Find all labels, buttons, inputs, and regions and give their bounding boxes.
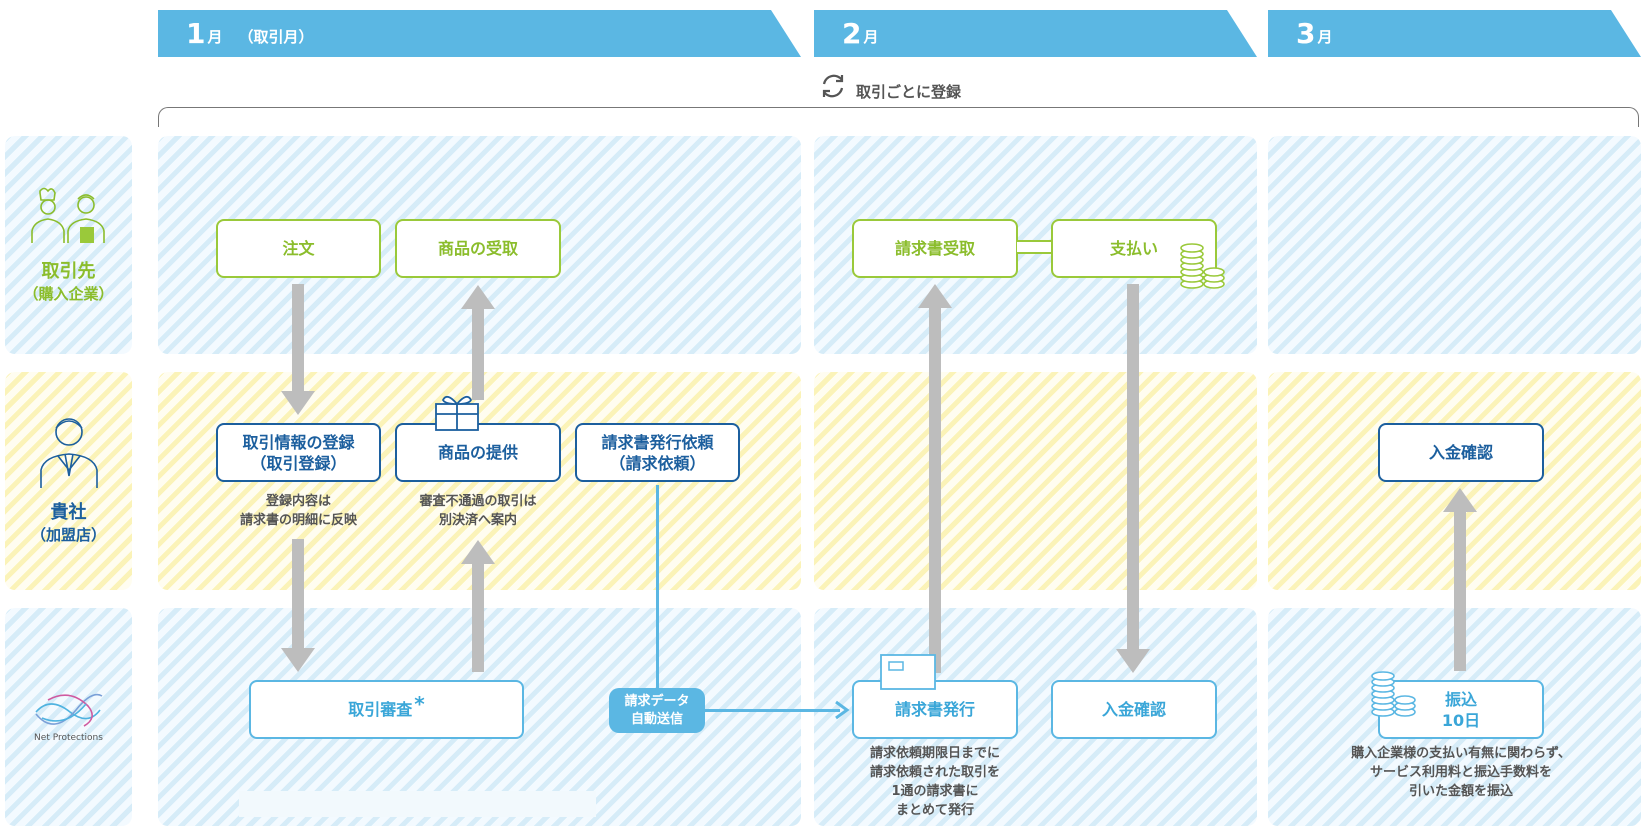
lane-client-subtitle: （購入企業） [23,285,114,303]
transfer-note: 購入企業様の支払い有無に関わらず、 サービス利用料と振込手数料を 引いた金額を振… [1316,744,1606,801]
register-transaction-box: 取引情報の登録 （取引登録） [216,423,381,482]
screening-box: 取引審査 * [249,680,524,739]
transfer-line1: 振込 [1444,689,1477,709]
auto-send-line [700,709,840,712]
month-banner-2: 2 月 [814,10,1257,57]
auto-send-badge: 請求データ 自動送信 [609,688,705,733]
lane-client-title: 取引先 [41,261,96,282]
screening-footnote-placeholder [239,791,596,817]
receive-goods-label: 商品の受取 [437,239,518,258]
invoice-request-box: 請求書発行依頼 （請求依頼） [575,423,740,482]
payment-label: 支払い [1109,239,1158,258]
lane-merchant-title-group: 貴社 （加盟店） [5,502,132,546]
month-suffix: 月 [863,28,879,46]
issue-note-line4: まとめて発行 [895,803,974,818]
month-subtitle: （取引月） [238,28,314,46]
issue-invoice-note: 請求依頼期限日までに 請求依頼された取引を 1通の請求書に まとめて発行 [820,744,1050,820]
arrow-order-to-register [281,284,315,415]
screening-asterisk: * [414,692,425,716]
transfer-line2: 10日 [1441,710,1481,730]
receive-invoice-box: 請求書受取 [852,219,1018,278]
arrow-transfer-to-merchant-confirm [1443,488,1477,671]
lane-merchant-title: 貴社 [50,502,87,523]
coins-stack-icon [1180,243,1225,289]
net-protections-logo-icon [35,693,103,727]
np-confirm-label: 入金確認 [1101,700,1166,719]
bracket-line [158,107,1639,127]
lane-client-title-group: 取引先 （購入企業） [5,261,132,305]
invoice-request-line2: （請求依頼） [609,453,706,473]
provide-note: 審査不通過の取引は 別決済へ案内 [395,492,561,530]
receive-invoice-payment-connector [1017,240,1053,254]
issue-invoice-label: 請求書発行 [894,700,975,719]
auto-send-arrowhead-icon [835,700,850,720]
month-number: 2 [842,17,862,50]
month-banner-3: 3 月 [1268,10,1641,57]
register-line1: 取引情報の登録 [242,432,355,452]
auto-send-line2: 自動送信 [630,711,683,727]
lane-client-label-bg [5,136,132,354]
month-suffix: 月 [1317,28,1333,46]
transfer-note-line3: 引いた金額を振込 [1408,784,1513,799]
register-note-line1: 登録内容は [265,494,331,509]
issue-note-line3: 1通の請求書に [891,784,979,799]
receive-invoice-label: 請求書受取 [894,239,975,258]
cycle-icon [822,74,844,98]
merchant-confirm-label: 入金確認 [1428,443,1493,462]
arrow-screening-to-provide [461,540,495,672]
arrow-payment-to-np-confirm [1116,284,1150,673]
provide-goods-label: 商品の提供 [437,443,518,462]
transfer-note-line2: サービス利用料と振込手数料を [1369,765,1552,780]
issue-note-line1: 請求依頼期限日までに [869,746,1000,761]
invoice-request-data-line [656,485,659,690]
provide-note-line1: 審査不通過の取引は [419,494,537,509]
month-banner-1: 1 月 （取引月） [158,10,801,57]
month-number: 3 [1296,17,1316,50]
register-note-line2: 請求書の明細に反映 [239,513,357,528]
arrow-register-to-screening [281,539,315,672]
merchant-payment-confirm-box: 入金確認 [1378,423,1544,482]
lane-merchant-m2 [814,372,1257,590]
transfer-note-line1: 購入企業様の支払い有無に関わらず、 [1351,746,1571,761]
lane-client-m3 [1268,136,1641,354]
np-payment-confirm-box: 入金確認 [1051,680,1217,739]
invoice-request-line1: 請求書発行依頼 [601,432,714,452]
screening-label: 取引審査 [348,700,413,719]
issue-note-line2: 請求依頼された取引を [869,765,1000,780]
receive-goods-box: 商品の受取 [395,219,561,278]
buyer-people-icon [31,187,105,243]
month-number: 1 [186,17,206,50]
coins-stack-blue-icon [1371,671,1416,717]
register-line2: （取引登録） [250,453,347,473]
np-logo-text: Net Protections [34,733,103,743]
order-label: 注文 [282,239,315,258]
month-suffix: 月 [207,28,223,46]
arrow-issue-to-receive-invoice [918,284,952,673]
gift-icon [435,395,479,431]
order-box: 注文 [216,219,381,278]
register-note: 登録内容は 請求書の明細に反映 [216,492,381,530]
auto-send-line1: 請求データ [624,693,690,709]
cycle-label: 取引ごとに登録 [856,83,962,101]
businessman-icon [40,418,98,488]
lane-merchant-label-bg [5,372,132,590]
arrow-provide-to-receive [461,285,495,400]
envelope-icon [880,654,936,690]
lane-merchant-subtitle: （加盟店） [30,526,106,544]
provide-note-line2: 別決済へ案内 [438,513,517,528]
